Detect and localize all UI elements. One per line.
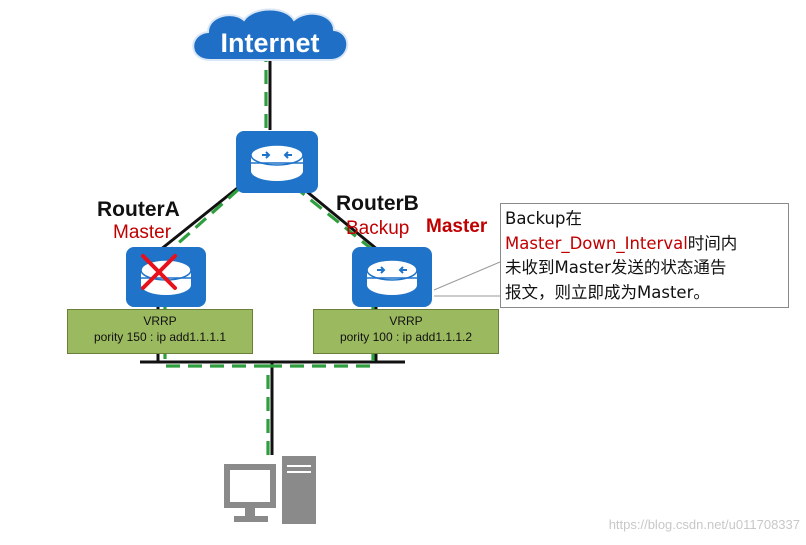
router-icon [236, 131, 318, 193]
callout-interval-term: Master_Down_Interval [505, 233, 688, 253]
router-a-vrrp-title: VRRP [143, 314, 177, 328]
callout-box: Backup在 Master_Down_Interval时间内 未收到Maste… [500, 203, 789, 308]
router-b-name: RouterB [336, 192, 419, 215]
link-core-router-a [159, 184, 241, 252]
router-a-status: Master [113, 222, 172, 243]
watermark: https://blog.csdn.net/u011708337 [608, 517, 800, 532]
router-b-vrrp-detail: pority 100 : ip add1.1.1.2 [339, 330, 473, 344]
router-b-new-status: Master [426, 216, 488, 237]
router-b-vrrp-box: VRRP pority 100 : ip add1.1.1.2 [313, 309, 499, 354]
computer-icon [224, 456, 316, 524]
router-a-vrrp-detail: pority 150 : ip add1.1.1.1 [93, 330, 227, 344]
callout-line-3: 未收到Master发送的状态通告 [505, 258, 727, 277]
internet-label: Internet [220, 28, 320, 58]
link-core-router-b [299, 184, 379, 252]
router-b-vrrp-title: VRRP [389, 314, 423, 328]
cloud-icon [192, 8, 349, 61]
router-a-vrrp-box: VRRP pority 150 : ip add1.1.1.1 [67, 309, 253, 354]
router-icon [352, 247, 432, 307]
callout-line-2-rest: 时间内 [687, 233, 738, 253]
callout-line-2: Master_Down_Interval时间内 [505, 232, 784, 257]
path-lan [163, 300, 268, 368]
router-a-name: RouterA [97, 198, 180, 221]
path-b-core [294, 186, 375, 252]
callout-line-1: Backup在 [505, 209, 582, 228]
callout-pointer [433, 261, 501, 297]
router-b-old-status: Backup [346, 218, 410, 239]
callout-line-4: 报文，则立即成为Master。 [505, 282, 710, 302]
failure-x-icon [141, 254, 177, 290]
